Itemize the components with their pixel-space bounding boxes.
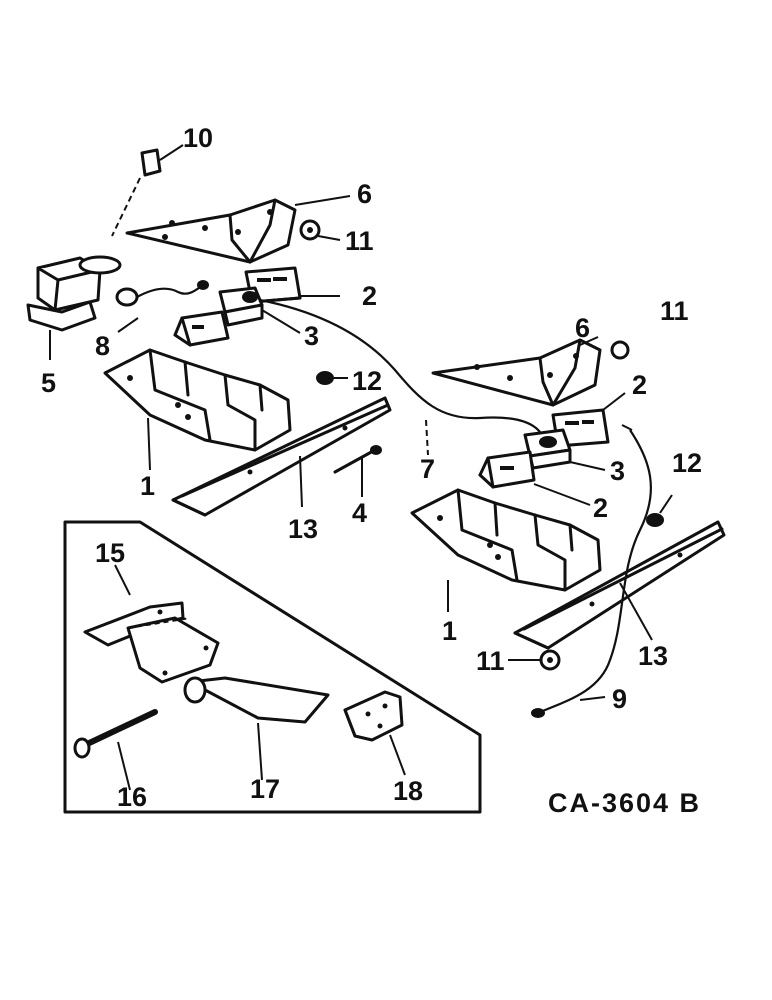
callout-7: 7	[420, 454, 435, 484]
callout-1a: 1	[140, 471, 155, 501]
callout-11a: 11	[345, 226, 374, 256]
part-13-angle-strip-left	[171, 396, 392, 517]
callout-2a: 2	[362, 281, 377, 311]
callout-6b: 6	[575, 313, 590, 343]
part-17-flap-plate	[183, 676, 330, 724]
callout-1b: 1	[442, 616, 457, 646]
callout-2b: 2	[632, 370, 647, 400]
callout-12b: 12	[672, 448, 702, 478]
part-8-cable-grommet	[115, 280, 209, 307]
callout-15: 15	[95, 538, 125, 568]
callout-17: 17	[250, 774, 280, 804]
part-4-bolt	[333, 445, 382, 474]
part-1-base-bracket-left	[103, 348, 292, 452]
callout-18: 18	[393, 776, 423, 806]
drawing-code: CA-3604 B	[548, 788, 701, 818]
part-12-clip-right	[646, 494, 673, 527]
part-7-wire-harness	[259, 298, 541, 433]
callout-11b: 11	[660, 296, 689, 326]
callout-3b: 3	[610, 456, 625, 486]
callout-4: 4	[352, 498, 367, 528]
callout-12a: 12	[352, 366, 382, 396]
part-5-control-box	[26, 255, 122, 332]
callout-11c: 11	[476, 646, 505, 676]
part-6-mounting-plate-right	[431, 338, 602, 407]
callout-5: 5	[41, 368, 56, 398]
callout-13b: 13	[638, 641, 668, 671]
callout-13a: 13	[288, 514, 318, 544]
part-11-nut-lower-right	[539, 649, 561, 671]
part-11-nut-upper-right	[610, 340, 630, 360]
part-3-switch-left	[218, 286, 264, 327]
part-10-connector	[111, 148, 162, 237]
callout-16: 16	[117, 782, 147, 812]
part-15-hinge-bracket	[83, 601, 220, 684]
callout-6a: 6	[357, 179, 372, 209]
part-2-small-bracket-right	[478, 450, 536, 489]
callout-8: 8	[95, 331, 110, 361]
callout-10: 10	[183, 123, 213, 153]
part-18-angle-bracket	[343, 690, 404, 742]
part-16-pin	[73, 709, 158, 759]
part-6-mounting-plate-left	[125, 198, 297, 264]
part-11-nut-upper-left	[299, 219, 321, 241]
leader-lines	[49, 144, 653, 791]
part-12-clip-left	[316, 371, 348, 385]
inset-box	[63, 520, 482, 814]
callout-labels: 10 6 11 2 3 8 5 12 1 13 4 7 11 6 2 3 2 1…	[41, 123, 702, 812]
part-1-base-bracket-right	[410, 488, 602, 592]
callout-9: 9	[612, 684, 627, 714]
part-2-small-bracket-left	[173, 310, 230, 347]
callout-3a: 3	[304, 321, 319, 351]
callout-2c: 2	[593, 493, 608, 523]
part-13-angle-strip-right	[513, 520, 726, 650]
